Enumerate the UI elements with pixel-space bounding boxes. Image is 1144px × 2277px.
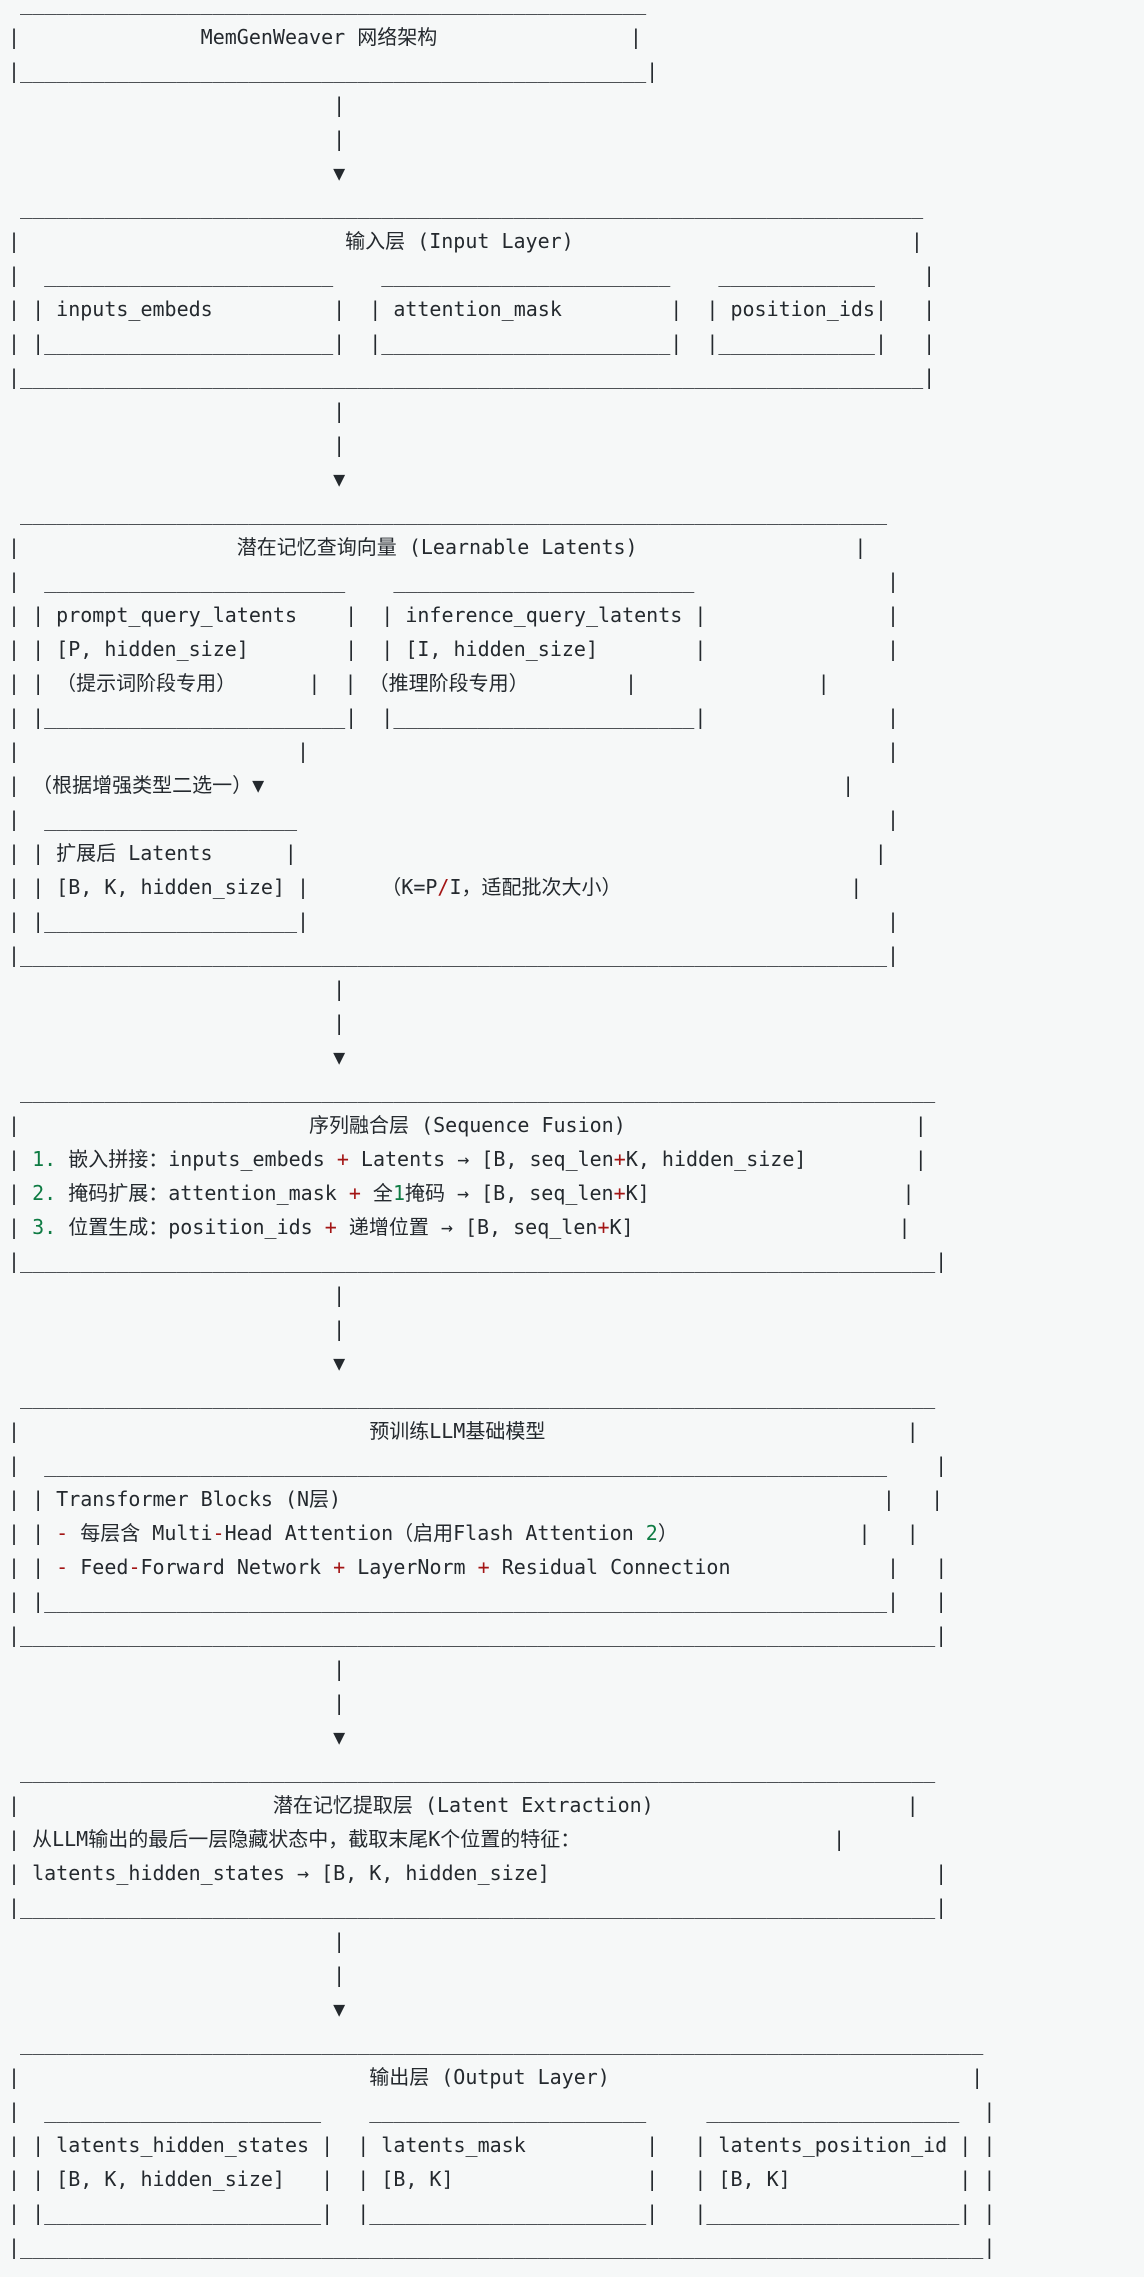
diagram-line: | [8,1657,346,1681]
diagram-line: | 2. 掩码扩展：attention_mask + 全1掩码 → [B, se… [8,1181,915,1205]
operator-token: - [128,1555,141,1579]
diagram-line: ________________________________________… [8,1759,936,1783]
diagram-line: ________________________________________… [8,1385,936,1409]
number-token: 1 [392,1181,405,1205]
diagram-line: | [8,1283,346,1307]
diagram-line: ▼ [8,161,346,185]
diagram-line: | | （提示词阶段专用） | | （推理阶段专用） | | [8,671,830,695]
operator-token: + [348,1181,361,1205]
diagram-line: | |_______________________| |___________… [8,2201,996,2225]
operator-token: + [333,1555,346,1579]
diagram-line: ________________________________________… [8,501,887,525]
diagram-line: | _______________________ ______________… [8,2099,996,2123]
number-token: 2. [32,1181,57,1205]
diagram-line: |_______________________________________… [8,1249,948,1273]
diagram-line: | |_____________________________________… [8,1589,948,1613]
diagram-line: | | latents_hidden_states | | latents_ma… [8,2133,996,2157]
diagram-line: | ______________________________________… [8,1453,948,1477]
diagram-line: | _________________________ ____________… [8,569,900,593]
diagram-line: | [8,1317,346,1341]
diagram-line: | |_________________________| |_________… [8,705,900,729]
diagram-line: | [8,127,346,151]
diagram-line: | | 扩展后 Latents | | [8,841,887,865]
diagram-line: | | [B, K, hidden_size] | | [B, K] | | [… [8,2167,996,2191]
operator-token: + [477,1555,490,1579]
operator-token: - [56,1521,69,1545]
operator-token: + [613,1181,626,1205]
diagram-line: ________________________________________… [8,0,647,15]
diagram-line: | （根据增强类型二选一）▼ | [8,773,855,797]
diagram-line: | |________________________| |__________… [8,331,936,355]
diagram-line: |_______________________________________… [8,365,936,389]
diagram-line: | _____________________ | [8,807,900,831]
diagram-line: | [8,93,346,117]
diagram-line: | [8,399,346,423]
diagram-line: | | [P, hidden_size] | | [I, hidden_size… [8,637,900,661]
diagram-line: |_______________________________________… [8,943,900,967]
operator-token: + [613,1147,626,1171]
diagram-line: | 从LLM输出的最后一层隐藏状态中，截取末尾K个位置的特征： | [8,1827,846,1851]
diagram-line: |_______________________________________… [8,2235,996,2259]
operator-token: - [56,1555,69,1579]
diagram-line: | [8,433,346,457]
diagram-line: | 输出层 (Output Layer) | [8,2065,984,2089]
diagram-line: | | Transformer Blocks (N层) | | [8,1487,944,1511]
number-token: 3. [32,1215,57,1239]
diagram-line: | 潜在记忆提取层 (Latent Extraction) | [8,1793,919,1817]
diagram-line: |_______________________________________… [8,1895,948,1919]
diagram-line: | 输入层 (Input Layer) | [8,229,923,253]
diagram-line: | [8,977,346,1001]
diagram-line: | [8,1691,346,1715]
diagram-line: |_______________________________________… [8,1623,948,1647]
diagram-line: | 预训练LLM基础模型 | [8,1419,919,1443]
diagram-line: ________________________________________… [8,1079,936,1103]
diagram-line: | | prompt_query_latents | | inference_q… [8,603,900,627]
diagram-line: ▼ [8,1997,346,2021]
diagram-line: |_______________________________________… [8,59,659,83]
diagram-line: ________________________________________… [8,195,924,219]
diagram-line: ▼ [8,467,346,491]
operator-token: - [212,1521,225,1545]
diagram-line: | [8,1929,346,1953]
diagram-line: | |_____________________| | [8,909,900,933]
diagram-line: | [8,1963,346,1987]
diagram-line: | 潜在记忆查询向量 (Learnable Latents) | [8,535,867,559]
number-token: 2 [645,1521,658,1545]
diagram-line: | | - Feed-Forward Network + LayerNorm +… [8,1555,948,1579]
diagram-line: ________________________________________… [8,2031,984,2055]
diagram-line: | | [B, K, hidden_size] | （K=P/I，适配批次大小）… [8,875,863,899]
diagram-line: ▼ [8,1045,346,1069]
operator-token: + [324,1215,337,1239]
diagram-line: | ________________________ _____________… [8,263,936,287]
diagram-line: | [8,1011,346,1035]
diagram-line: | 3. 位置生成：position_ids + 递增位置 → [B, seq_… [8,1215,911,1239]
diagram-line: | latents_hidden_states → [B, K, hidden_… [8,1861,948,1885]
diagram-line: | 1. 嵌入拼接：inputs_embeds + Latents → [B, … [8,1147,927,1171]
diagram-line: ▼ [8,1725,346,1749]
operator-token: + [336,1147,349,1171]
diagram-line: | | inputs_embeds | | attention_mask | |… [8,297,936,321]
diagram-line: | | | [8,739,900,763]
diagram-line: ▼ [8,1351,346,1375]
diagram-line: | | - 每层含 Multi-Head Attention（启用Flash A… [8,1521,919,1545]
diagram-line: | MemGenWeaver 网络架构 | [8,25,642,49]
diagram-line: | 序列融合层 (Sequence Fusion) | [8,1113,927,1137]
operator-token: + [597,1215,610,1239]
operator-token: / [437,875,450,899]
number-token: 1. [32,1147,57,1171]
